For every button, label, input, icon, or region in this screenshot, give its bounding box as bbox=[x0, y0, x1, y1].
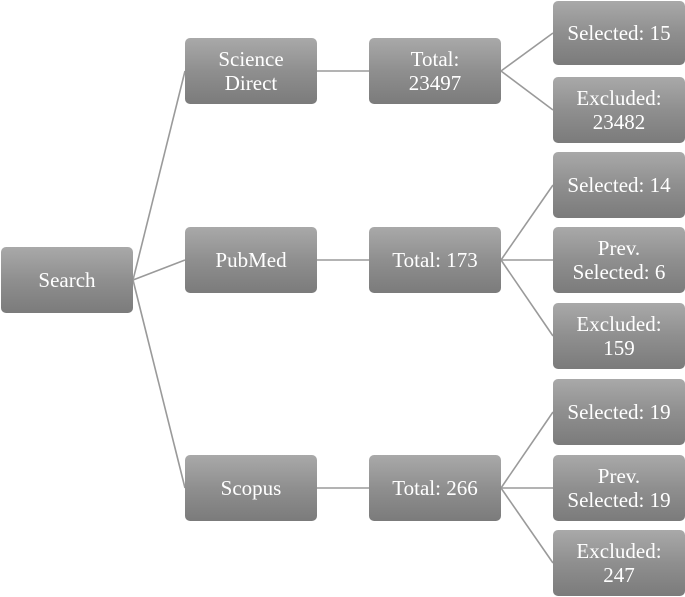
outcome-label: Selected: 14 bbox=[567, 173, 671, 197]
connector-sd-excluded bbox=[500, 70, 554, 111]
outcome-label: Excluded: 159 bbox=[576, 312, 662, 360]
connector-search-sciencedirect bbox=[132, 70, 186, 281]
connector-pm-selected bbox=[500, 184, 554, 261]
outcome-node-pm-prev-selected: Prev. Selected: 6 bbox=[553, 227, 685, 293]
connector-pm-excluded bbox=[500, 259, 554, 337]
source-label: Scopus bbox=[220, 476, 282, 500]
search-node: Search bbox=[1, 247, 133, 313]
total-node-pubmed: Total: 173 bbox=[369, 227, 501, 293]
connector-sd-selected bbox=[500, 32, 554, 72]
outcome-label: Excluded: 247 bbox=[576, 539, 662, 587]
source-label: PubMed bbox=[215, 248, 287, 272]
outcome-label: Selected: 15 bbox=[567, 21, 671, 45]
total-node-science-direct: Total: 23497 bbox=[369, 38, 501, 104]
search-node-label: Search bbox=[38, 268, 96, 292]
outcome-node-sd-excluded: Excluded: 23482 bbox=[553, 77, 685, 143]
connector-sc-excluded bbox=[500, 487, 554, 564]
outcome-node-pm-excluded: Excluded: 159 bbox=[553, 303, 685, 369]
outcome-node-pm-selected: Selected: 14 bbox=[553, 152, 685, 218]
outcome-node-sc-excluded: Excluded: 247 bbox=[553, 530, 685, 596]
total-label: Total: 266 bbox=[392, 476, 478, 500]
connector-search-pubmed bbox=[132, 259, 186, 281]
outcome-label: Prev. Selected: 6 bbox=[572, 236, 666, 284]
source-label: Science Direct bbox=[218, 47, 284, 95]
outcome-node-sd-selected: Selected: 15 bbox=[553, 1, 685, 65]
outcome-label: Selected: 19 bbox=[567, 400, 671, 424]
outcome-node-sc-selected: Selected: 19 bbox=[553, 379, 685, 445]
source-node-scopus: Scopus bbox=[185, 455, 317, 521]
outcome-node-sc-prev-selected: Prev. Selected: 19 bbox=[553, 455, 685, 521]
source-node-science-direct: Science Direct bbox=[185, 38, 317, 104]
connector-search-scopus bbox=[132, 279, 186, 489]
source-node-pubmed: PubMed bbox=[185, 227, 317, 293]
total-label: Total: 173 bbox=[392, 248, 478, 272]
outcome-label: Excluded: 23482 bbox=[576, 86, 662, 134]
total-node-scopus: Total: 266 bbox=[369, 455, 501, 521]
outcome-label: Prev. Selected: 19 bbox=[567, 464, 671, 512]
connector-sc-selected bbox=[500, 411, 554, 489]
total-label: Total: 23497 bbox=[408, 47, 462, 95]
